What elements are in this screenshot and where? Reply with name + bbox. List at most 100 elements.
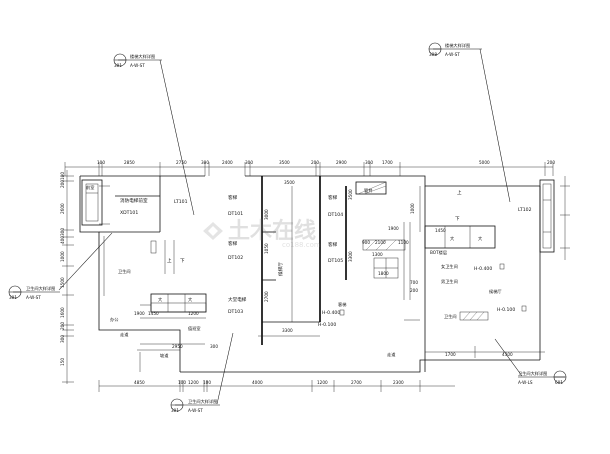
dim-200: 200 bbox=[410, 288, 418, 293]
right-stair-block bbox=[539, 176, 570, 260]
dim-left-5: 400 bbox=[60, 236, 65, 244]
dim-1100: 1100 bbox=[398, 240, 409, 245]
label-stair-down-right: 下 bbox=[455, 216, 460, 222]
label-ele6: 客梯 bbox=[338, 301, 346, 308]
dim-top-1: 100 bbox=[97, 160, 105, 165]
dim-top-12: 5000 bbox=[479, 160, 490, 165]
left-dimension-chain: 100 200 2600 300 400 1000 1500 1600 200 … bbox=[60, 170, 74, 384]
callout-5-ref: A-W-LS bbox=[518, 380, 533, 385]
label-lobby: 候梯厅 bbox=[277, 262, 284, 276]
dim-1800: 1800 bbox=[378, 271, 389, 276]
label-xdt101: XDT101 bbox=[120, 210, 138, 216]
top-dimension-chain: 100 2850 2750 300 2400 300 3500 200 2900… bbox=[64, 160, 555, 176]
left-wc-block: 大 大 办公 值班室 走道 1450 1900 1200 坡道 bbox=[110, 293, 207, 372]
dim-left-10: 300 bbox=[60, 335, 65, 343]
label-ele2: 客梯 bbox=[228, 240, 238, 247]
label-ele3: 客梯 bbox=[328, 194, 338, 201]
dim-300: 300 bbox=[210, 344, 218, 349]
label-bathroom-left: 卫生间 bbox=[118, 268, 131, 275]
label-female-wc: 女卫生间 bbox=[441, 263, 458, 270]
watermark-name: 土木在线 bbox=[228, 218, 316, 244]
dim-1300: 1300 bbox=[372, 252, 383, 257]
watermark-logo: 土木在线 co188.com bbox=[203, 218, 321, 249]
callout-4-ref: A-W-ST bbox=[188, 408, 203, 413]
left-middle-rooms: 上 下 卫生间 bbox=[99, 231, 185, 296]
callout-4-title: 卫生间大样详图 bbox=[188, 398, 217, 405]
dim-2950: 2950 bbox=[172, 344, 183, 349]
dim-top-3: 2750 bbox=[176, 160, 187, 165]
label-stair-up-left: 上 bbox=[167, 257, 172, 264]
label-ele5: 大堂电梯 bbox=[228, 296, 247, 303]
dim-1900: 1900 bbox=[134, 311, 145, 316]
label-guard: 值班室 bbox=[188, 325, 201, 332]
dim-3500: 3500 bbox=[284, 180, 295, 185]
dim-1000: 1000 bbox=[410, 203, 415, 214]
callout-1-title: 楼梯大样详图 bbox=[130, 53, 155, 60]
dim-bottom-2: 100 bbox=[178, 380, 186, 385]
dim-top-6: 300 bbox=[245, 160, 253, 165]
dim-top-8: 200 bbox=[311, 160, 319, 165]
callout-4-num: 301 bbox=[171, 408, 179, 413]
dim-top-5: 2400 bbox=[222, 160, 233, 165]
label-lt102: LT102 bbox=[518, 207, 532, 213]
label-ramp: 坡道 bbox=[160, 352, 169, 359]
dim-top-7: 3500 bbox=[279, 160, 290, 165]
dim-1450: 1450 bbox=[148, 311, 159, 316]
dim-left-3: 2600 bbox=[60, 203, 65, 214]
dim-left-7: 1500 bbox=[60, 277, 65, 288]
callout-2-ref: A-W-ST bbox=[445, 52, 460, 57]
dim-2700-v: 2700 bbox=[264, 291, 269, 302]
right-wc-area: 上 下 大 大 BOT楼层 女卫生间 男卫生间 H-0.400 候梯厅 H-0.… bbox=[387, 186, 545, 372]
label-ele1: 客梯 bbox=[228, 194, 238, 201]
dim-bottom-1: 4850 bbox=[134, 380, 145, 385]
exterior-walls bbox=[79, 175, 541, 373]
label-ele4: 客梯 bbox=[328, 241, 338, 248]
dim-1450b: 1450 bbox=[435, 228, 446, 233]
label-dt103: DT103 bbox=[228, 309, 243, 315]
dim-1200: 1200 bbox=[188, 311, 199, 316]
dim-left-9: 200 bbox=[60, 322, 65, 330]
dim-left-4: 300 bbox=[60, 228, 65, 236]
label-wc-k1: 大 bbox=[158, 296, 162, 303]
label-h-0-400-right: H-0.400 bbox=[474, 266, 492, 272]
callout-stair-detail-top-left: 楼梯大样详图 301 A-W-ST bbox=[113, 53, 162, 68]
label-corr-right: 走道 bbox=[387, 351, 396, 358]
dim-left-1: 100 bbox=[60, 172, 65, 180]
label-stair-up-right: 上 bbox=[457, 189, 462, 196]
dim-3300-v: 3300 bbox=[348, 251, 353, 262]
callout-2-title: 楼梯大样详图 bbox=[445, 42, 470, 49]
centre-equipment-block: 管井 900 2100 1100 1300 1800 1000 700 200 … bbox=[355, 181, 446, 300]
label-dt101: DT101 bbox=[228, 211, 243, 217]
dim-top-2: 2850 bbox=[124, 160, 135, 165]
dim-bottom-6: 1200 bbox=[317, 380, 328, 385]
dim-bottom-7: 2700 bbox=[351, 380, 362, 385]
dim-top-11: 1700 bbox=[382, 160, 393, 165]
left-stair-tag: 前室 bbox=[86, 184, 94, 191]
bottom-dimension-chain: 4850 100 1200 100 4000 1200 2700 2300 bbox=[98, 380, 455, 392]
callout-wc-detail-right: 卫生间大样详图 601 A-W-LS bbox=[518, 370, 567, 385]
dim-bottom-4: 100 bbox=[203, 380, 211, 385]
callout-5-num: 601 bbox=[555, 380, 563, 385]
watermark-url: co188.com bbox=[282, 241, 321, 249]
dim-700: 700 bbox=[410, 280, 418, 285]
dim-2900-v: 3500 bbox=[348, 189, 353, 200]
label-dt104: DT104 bbox=[328, 212, 343, 218]
label-wc-k2: 大 bbox=[188, 296, 192, 303]
dim-left-6: 1000 bbox=[60, 251, 65, 262]
label-h-0-100: H-0.100 bbox=[497, 307, 515, 313]
label-wc-k3: 大 bbox=[450, 235, 454, 242]
left-stair-block: 前室 bbox=[81, 179, 110, 226]
callout-3-num: 301 bbox=[9, 295, 17, 300]
label-equip-room: 消防电梯前室 bbox=[120, 197, 148, 204]
label-h-0-100-mid: H-0.100 bbox=[318, 322, 336, 328]
label-bot-floor: BOT楼层 bbox=[430, 249, 447, 256]
label-bathroom-right: 卫生间 bbox=[444, 313, 457, 320]
dim-bottom-5: 4000 bbox=[252, 380, 263, 385]
label-lobby2: 候梯厅 bbox=[489, 288, 502, 295]
dim-top-13: 200 bbox=[547, 160, 555, 165]
dim-3000: 3000 bbox=[264, 209, 269, 220]
dim-1050: 1050 bbox=[264, 243, 269, 254]
dim-left-2: 200 bbox=[60, 180, 65, 188]
label-wc-k4: 大 bbox=[478, 235, 482, 242]
